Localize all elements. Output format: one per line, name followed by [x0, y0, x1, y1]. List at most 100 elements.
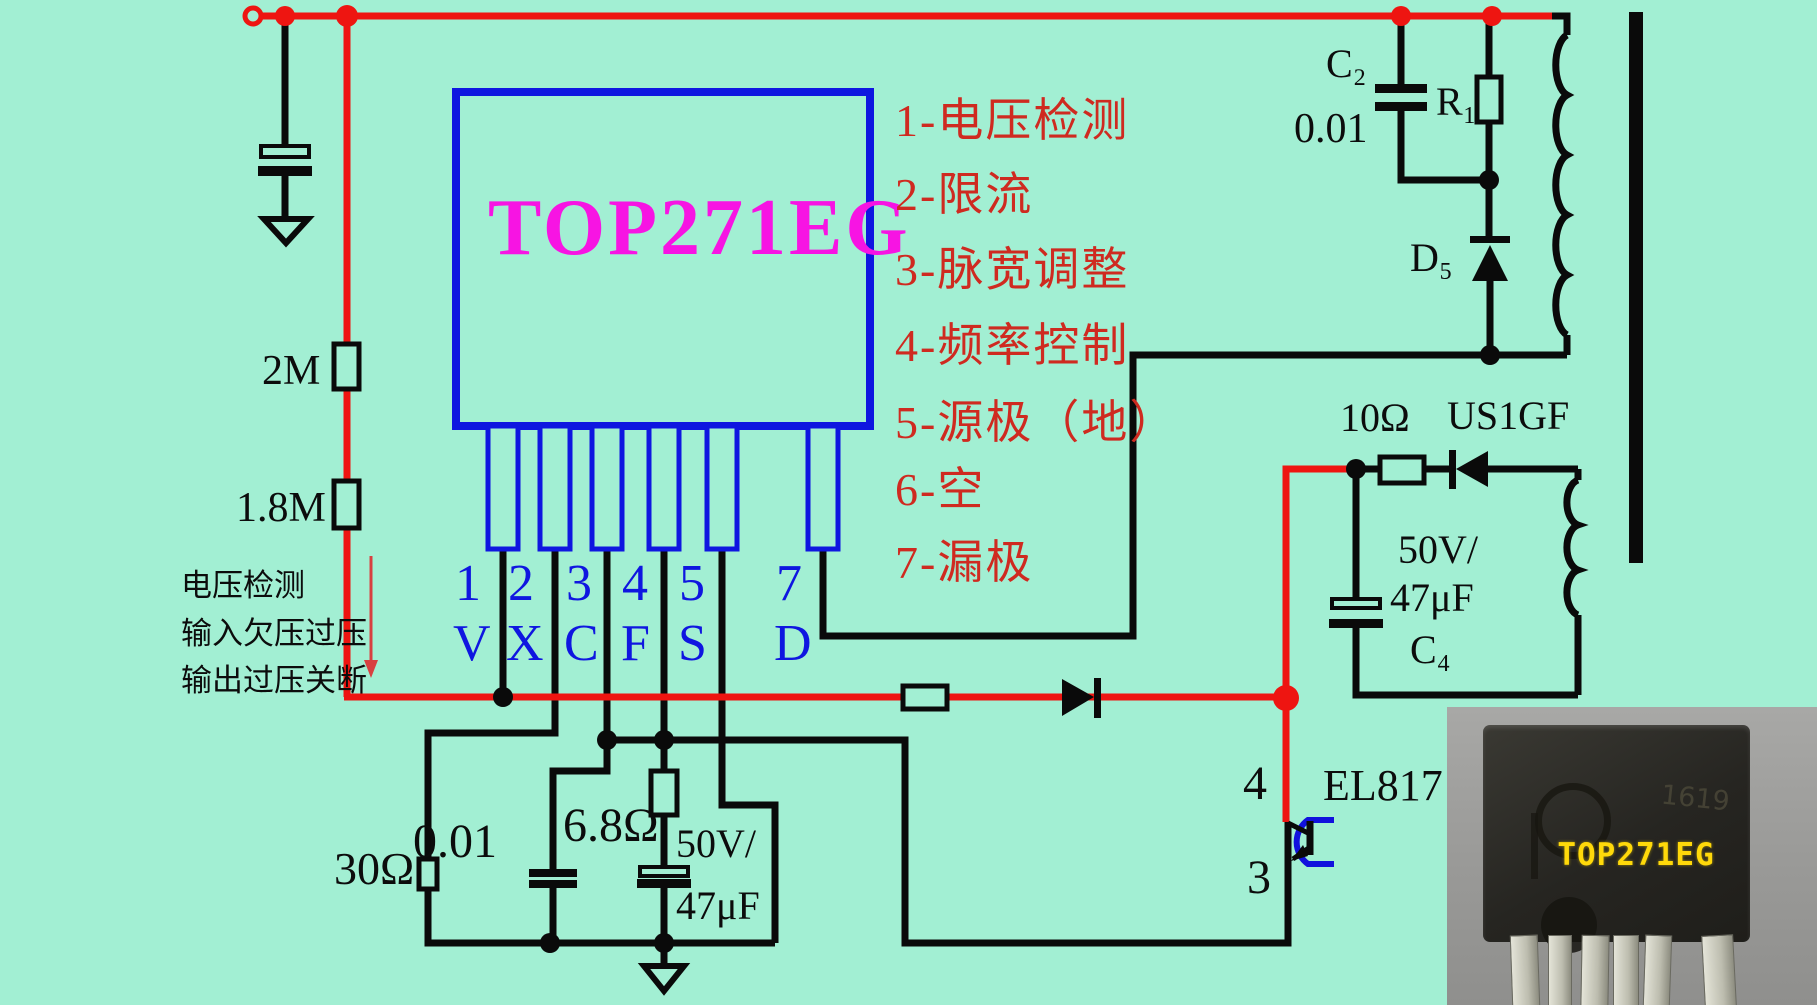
label-10ohm: 10Ω	[1340, 395, 1410, 440]
junction-red-r1	[1482, 6, 1502, 26]
cap-c4-plate-neg	[1329, 619, 1383, 628]
legend-item-4: 4-频率控制	[895, 320, 1130, 371]
chip-pin-3	[589, 423, 625, 552]
legend-item-7: 7-漏极	[895, 537, 1034, 588]
label-c2: C₂	[1326, 41, 1367, 86]
wire-pin5-s	[718, 549, 779, 943]
cap-001-plate1	[529, 869, 577, 877]
label-6p8ohm: 6.8Ω	[563, 799, 659, 852]
junction-bias	[1346, 459, 1366, 479]
diode-sense-bar	[1094, 678, 1101, 718]
red-junctions	[275, 5, 1502, 711]
chip-pin-4	[646, 423, 682, 552]
power-integrations-logo-icon	[1535, 783, 1611, 859]
label-c4-spec: 50V/	[1398, 527, 1478, 572]
legend-item-2: 2-限流	[895, 169, 1034, 220]
junction-rail-1	[540, 933, 560, 953]
cap-c2-plate1	[1375, 84, 1427, 93]
wire-c2-bottom	[1397, 111, 1489, 184]
black-wires	[281, 12, 1582, 966]
photo-date-code: 1619	[1659, 779, 1732, 818]
red-bias-riser	[1282, 465, 1352, 698]
pin4-sym: F	[621, 615, 650, 672]
wire-cap001-top	[549, 740, 611, 869]
label-resistor-1p8m: 1.8M	[236, 485, 326, 531]
legend-item-5: 5-源极（地）	[895, 397, 1178, 448]
cap-47uf-plate-pos	[638, 865, 690, 878]
legend-item-1: 1-电压检测	[895, 95, 1130, 146]
cap-input-plate-neg	[258, 166, 312, 176]
diode-sense-triangle	[1062, 679, 1094, 716]
junction-red-1	[275, 6, 295, 26]
note-line-3: 输出过压关断	[181, 663, 367, 698]
photo-chip-marking: TOP271EG	[1557, 837, 1715, 873]
red-wires	[261, 12, 1552, 822]
label-resistor-2m: 2M	[262, 348, 321, 394]
junction-rail-2	[654, 933, 674, 953]
photo-leg-7	[1701, 934, 1737, 1005]
arrow-head	[364, 660, 378, 678]
label-r1: R₁	[1436, 79, 1477, 124]
pin2-sym: X	[506, 615, 544, 672]
pin5-sym: S	[678, 615, 707, 672]
voltage-sense-arrow	[364, 556, 378, 678]
junction-red-c2	[1391, 6, 1411, 26]
grounds	[257, 216, 691, 996]
capacitors	[258, 84, 1427, 888]
wire-drain	[819, 351, 1567, 640]
resistors	[331, 74, 1504, 892]
label-c4: C₄	[1410, 627, 1451, 672]
wire-c4-bottom	[1352, 628, 1578, 699]
opto-collector-lead	[1286, 820, 1312, 837]
pin7-sym: D	[774, 615, 812, 672]
black-junctions	[493, 170, 1500, 953]
junction-red-2	[336, 5, 358, 27]
chip-pin-5	[704, 423, 740, 552]
photo-leg-5	[1642, 934, 1673, 1005]
photo-leg-3	[1580, 934, 1610, 1005]
junction-pin1-red	[493, 687, 513, 707]
legend-item-3: 3-脉宽调整	[895, 244, 1130, 295]
resistor-30ohm	[416, 856, 440, 892]
label-d5: D₅	[1410, 235, 1453, 280]
cap-001-plate2	[529, 880, 577, 888]
label-001: 0.01	[413, 815, 497, 868]
junction-d5-drain	[1480, 345, 1500, 365]
pin7-num: 7	[776, 555, 802, 612]
label-c4-value: 47μF	[1390, 575, 1474, 620]
junction-snubber	[1479, 170, 1499, 190]
label-opto-pin4: 4	[1243, 757, 1267, 810]
diode-d5-bar	[1470, 236, 1510, 243]
resistor-1p8m	[331, 478, 362, 531]
diode-us1gf-bar	[1449, 450, 1456, 489]
diode-d5-triangle	[1472, 245, 1508, 281]
chip-photo-inset: 1619 TOP271EG	[1447, 707, 1817, 1005]
opto-circle-arc	[1293, 817, 1334, 867]
ground-symbol-source	[637, 963, 691, 996]
diodes	[1062, 236, 1510, 718]
chip-pins	[485, 423, 841, 552]
cap-47uf-plate-neg	[637, 879, 691, 888]
photo-leg-4	[1613, 935, 1639, 1005]
label-47uf-value: 47μF	[676, 883, 760, 928]
pin2-num: 2	[508, 555, 534, 612]
label-el817: EL817	[1323, 761, 1443, 810]
pin5-num: 5	[679, 555, 705, 612]
input-terminal-ring	[242, 5, 264, 27]
label-us1gf: US1GF	[1447, 393, 1570, 438]
pin3-num: 3	[566, 555, 592, 612]
opto-emitter-arrow	[1291, 845, 1308, 861]
power-integrations-logo-bar	[1531, 813, 1538, 879]
resistor-6p8ohm	[648, 768, 680, 818]
chip-pin-7	[805, 423, 841, 552]
note-line-2: 输入欠压过压	[181, 616, 367, 651]
junction-red-opto	[1273, 685, 1299, 711]
junction-c	[597, 730, 617, 750]
wire-opto-emitter	[607, 736, 1292, 947]
cap-c4-plate-pos	[1330, 597, 1382, 610]
resistor-10ohm	[1377, 454, 1427, 486]
legend-item-6: 6-空	[895, 464, 986, 515]
resistor-series-sense	[900, 683, 950, 712]
label-opto-pin3: 3	[1247, 851, 1271, 904]
